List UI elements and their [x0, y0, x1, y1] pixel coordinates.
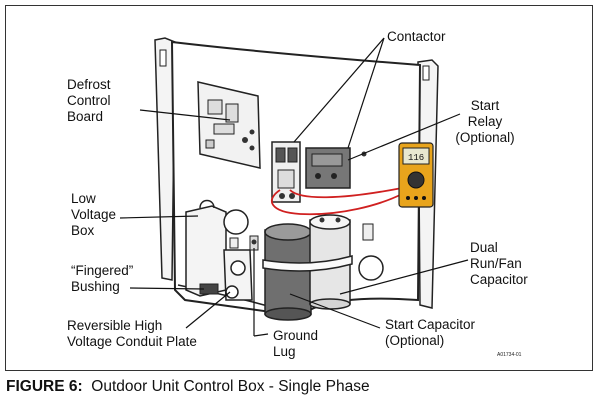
label-low-voltage-box: Low Voltage Box: [71, 191, 117, 238]
label-start-capacitor: Start Capacitor (Optional): [385, 317, 476, 348]
meter-reading: 116: [408, 153, 424, 163]
leader-low-voltage: [119, 215, 199, 219]
low-voltage-box: [185, 199, 227, 297]
start-capacitor: [264, 223, 312, 321]
contactor: [271, 141, 301, 203]
defrost-control-board: [197, 81, 261, 169]
knockout-hole: [223, 209, 249, 235]
drawing-code: A01734-01: [497, 352, 522, 358]
figure-caption: FIGURE 6: Outdoor Unit Control Box - Sin…: [6, 378, 370, 396]
label-contactor: Contactor: [387, 29, 446, 44]
leader-fingered-bushing: [129, 287, 205, 290]
knockout-hole: [358, 255, 384, 281]
leader-lines: [119, 37, 469, 337]
leader-ground-lug: [253, 333, 269, 337]
label-defrost-control-board: Defrost Control Board: [67, 77, 111, 124]
label-conduit-plate: Reversible High Voltage Conduit Plate: [67, 318, 197, 349]
leader-contactor-2: [347, 37, 385, 149]
label-ground-lug: Ground Lug: [273, 328, 319, 359]
right-bracket-slot: [422, 65, 430, 81]
label-dual-capacitor: Dual Run/Fan Capacitor: [470, 240, 528, 287]
meter-wires: [270, 187, 403, 216]
leader-conduit-plate: [185, 291, 231, 329]
start-relay: [305, 147, 367, 189]
caption-prefix: FIGURE 6:: [6, 378, 83, 395]
leader-defrost: [139, 109, 231, 121]
conduit-plate: [223, 249, 253, 301]
leader-contactor: [293, 37, 385, 143]
multimeter: [398, 142, 434, 208]
capacitor-strap: [262, 255, 353, 272]
leader-start-relay: [347, 113, 461, 161]
leader-start-capacitor: [289, 293, 381, 329]
leader-dual-capacitor: [339, 259, 469, 295]
label-fingered-bushing: “Fingered” Bushing: [71, 263, 134, 294]
terminal-block: [362, 223, 374, 241]
left-bracket-slot: [159, 49, 167, 67]
terminal-block: [229, 237, 239, 249]
label-start-relay: Start Relay (Optional): [455, 98, 515, 145]
caption-text: Outdoor Unit Control Box - Single Phase: [91, 378, 370, 395]
ground-lug: [249, 235, 259, 251]
figure-frame: [5, 5, 593, 371]
